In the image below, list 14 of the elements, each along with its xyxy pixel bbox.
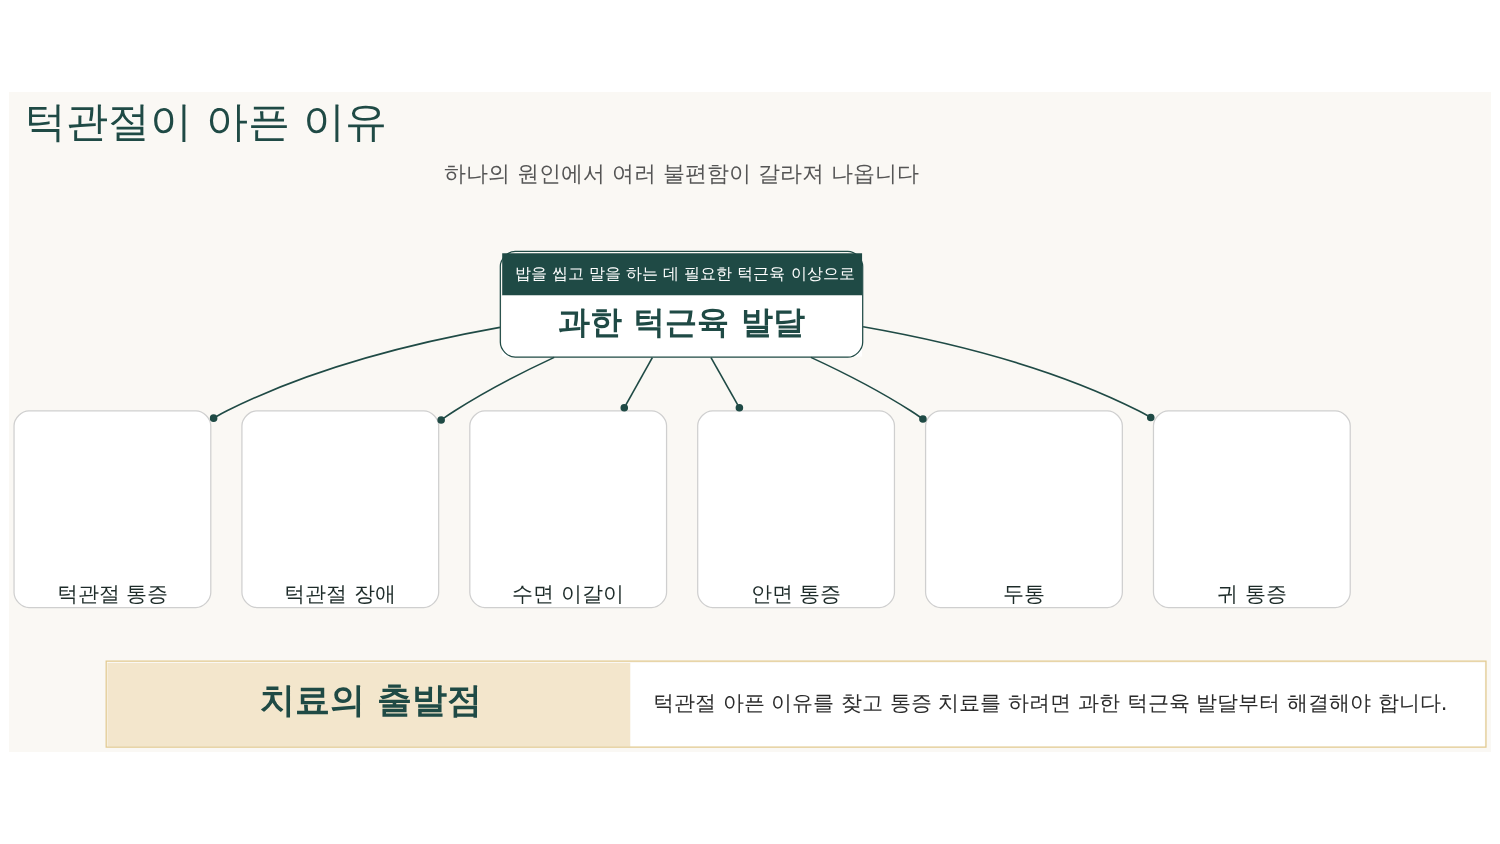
- connector: [437, 356, 556, 424]
- node-box: 귀 통증: [1152, 410, 1351, 609]
- connector: [862, 326, 1155, 422]
- node-box: 턱관절 장애: [241, 410, 440, 609]
- connector: [209, 326, 501, 422]
- connector: [710, 356, 744, 412]
- label: 하나의 원인에서 여러 불편함이 갈라져 나옵니다: [443, 159, 920, 186]
- connector: [810, 356, 927, 423]
- node-box: 수면 이갈이: [469, 410, 668, 609]
- diagram-title: 턱관절이 아픈 이유: [24, 96, 388, 146]
- connector: [620, 356, 654, 412]
- node-box: 안면 통증: [697, 410, 896, 609]
- node-box: 턱관절 통증: [13, 410, 212, 609]
- node-box: 두통: [924, 410, 1123, 609]
